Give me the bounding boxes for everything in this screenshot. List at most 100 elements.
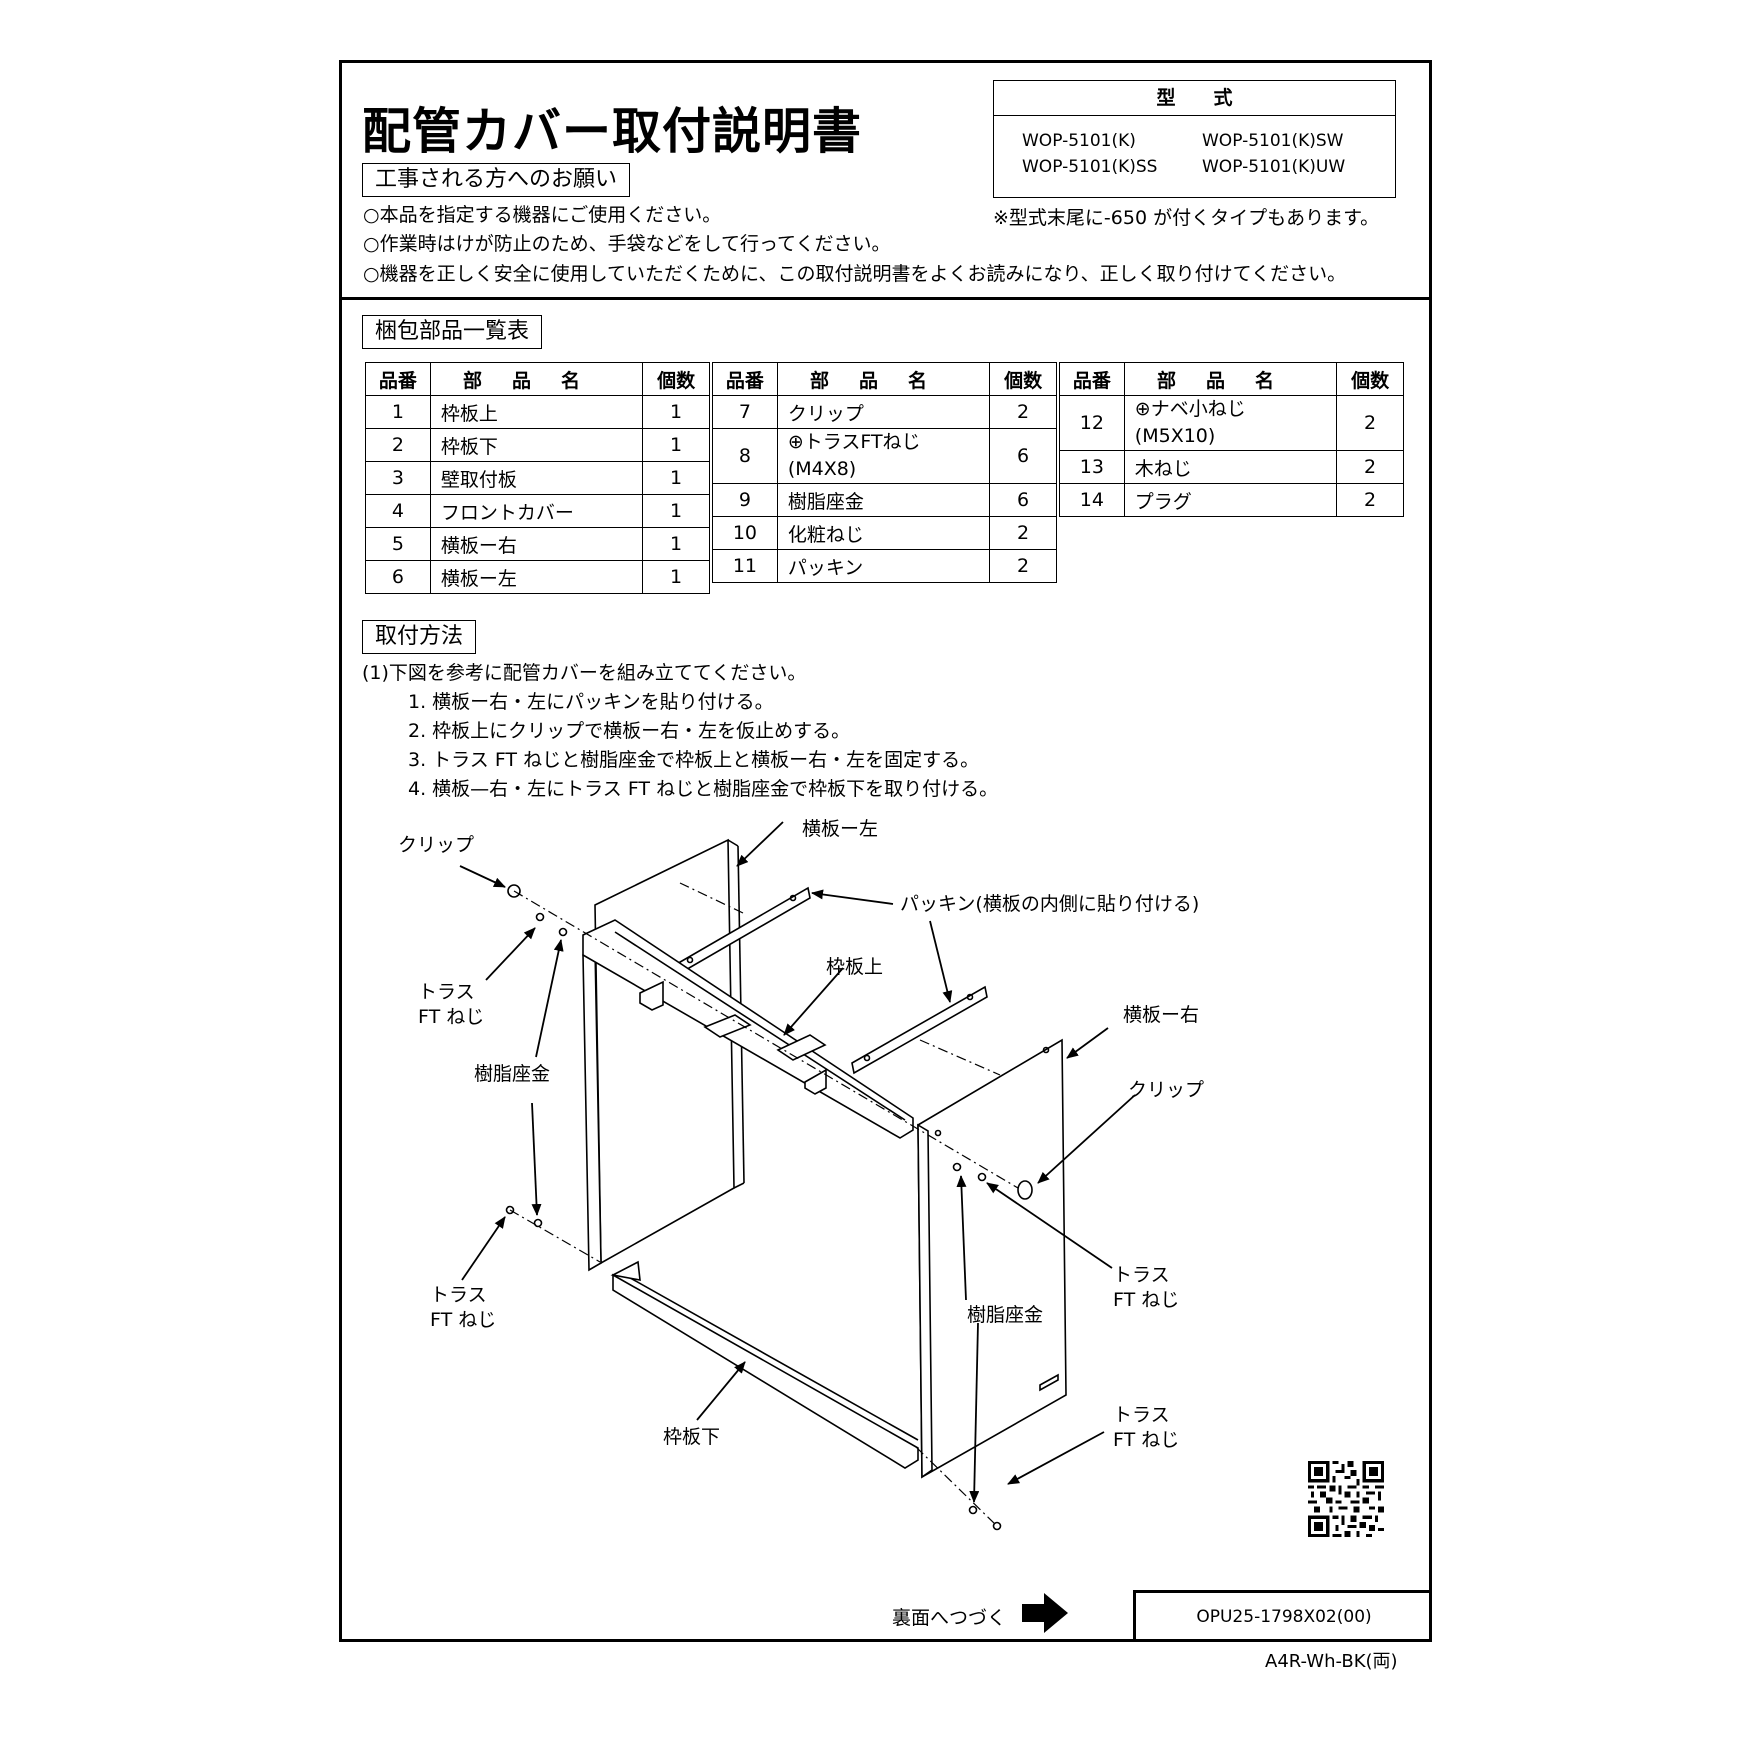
part-no: 12	[1059, 395, 1125, 451]
label-truss-bottom-left-1: トラス	[430, 1284, 487, 1306]
part-no: 6	[365, 560, 431, 594]
part-name: 木ねじ	[1123, 450, 1338, 484]
part-qty: 2	[1336, 395, 1404, 451]
table-row: 4 フロントカバー 1	[365, 494, 710, 528]
label-truss-right-2: FT ねじ	[1113, 1289, 1180, 1311]
part-qty: 2	[989, 395, 1057, 429]
part-name: 枠板下	[429, 428, 644, 462]
part-name-main: ⊕ナベ小ねじ	[1134, 398, 1246, 420]
part-qty: 1	[642, 428, 710, 462]
notice-item: ○機器を正しく安全に使用していただくために、この取付説明書をよくお読みになり、正…	[363, 263, 1347, 285]
part-no: 14	[1059, 483, 1125, 517]
label-frame-bottom: 枠板下	[663, 1426, 721, 1448]
table-row: 14 プラグ 2	[1059, 483, 1404, 517]
model-heading: 型式	[994, 81, 1395, 116]
method-step: 3. トラス FT ねじと樹脂座金で枠板上と横板ー右・左を固定する。	[408, 749, 980, 771]
part-qty: 6	[989, 428, 1057, 484]
part-name: 枠板上	[429, 395, 644, 429]
part-name: ⊕ナベ小ねじ (M5X10)	[1123, 395, 1338, 451]
table-row: 3 壁取付板 1	[365, 461, 710, 495]
label-resin-washer-right: 樹脂座金	[967, 1304, 1044, 1326]
part-name: 壁取付板	[429, 461, 644, 495]
part-name: 横板ー右	[429, 527, 644, 561]
table-row: 9 樹脂座金 6	[712, 483, 1057, 517]
method-step: 1. 横板ー右・左にパッキンを貼り付ける。	[408, 691, 774, 713]
method-heading: 取付方法	[362, 620, 477, 654]
method-step: 4. 横板—右・左にトラス FT ねじと樹脂座金で枠板下を取り付ける。	[408, 778, 999, 800]
col-header-qty: 個数	[1336, 362, 1404, 396]
col-header-qty: 個数	[642, 362, 710, 396]
notice-item: ○本品を指定する機器にご使用ください。	[363, 204, 722, 226]
part-no: 13	[1059, 450, 1125, 484]
col-header-name: 部品名	[776, 362, 991, 396]
model-item: WOP-5101(K)	[1022, 131, 1136, 151]
table-row: 10 化粧ねじ 2	[712, 516, 1057, 550]
request-heading: 工事される方へのお願い	[362, 163, 631, 197]
table-row: 7 クリップ 2	[712, 395, 1057, 429]
part-no: 5	[365, 527, 431, 561]
label-clip-right: クリップ	[1128, 1079, 1205, 1101]
model-item: WOP-5101(K)UW	[1202, 157, 1346, 177]
part-no: 9	[712, 483, 778, 517]
method-step: 2. 枠板上にクリップで横板ー右・左を仮止めする。	[408, 720, 851, 742]
model-item: WOP-5101(K)SS	[1022, 157, 1158, 177]
table-row: 1 枠板上 1	[365, 395, 710, 429]
part-qty: 2	[1336, 450, 1404, 484]
header-divider	[339, 297, 1432, 300]
table-row: 6 横板ー左 1	[365, 560, 710, 594]
parts-table-2: 品番 部品名 個数 7 クリップ 2 8 ⊕トラスFTねじ (M4X8) 6 9…	[712, 362, 1057, 583]
continue-text: 裏面へつづく	[892, 1607, 1007, 1629]
qr-code-icon	[1308, 1461, 1384, 1537]
print-reference: A4R-Wh-BK(両)	[1265, 1651, 1398, 1672]
label-clip-left: クリップ	[398, 834, 475, 856]
document-frame	[339, 60, 1432, 1642]
part-no: 4	[365, 494, 431, 528]
table-row: 13 木ねじ 2	[1059, 450, 1404, 484]
part-no: 11	[712, 549, 778, 583]
part-qty: 1	[642, 395, 710, 429]
model-list: WOP-5101(K) WOP-5101(K)SW WOP-5101(K)SS …	[1022, 131, 1382, 177]
label-packing: パッキン(横板の内側に貼り付ける)	[900, 893, 1200, 915]
label-truss-bottom-left-2: FT ねじ	[430, 1309, 497, 1331]
part-qty: 2	[1336, 483, 1404, 517]
part-qty: 1	[642, 461, 710, 495]
col-header-no: 品番	[365, 362, 431, 396]
notice-item: ○作業時はけが防止のため、手袋などをして行ってください。	[363, 233, 891, 255]
part-name: ⊕トラスFTねじ (M4X8)	[776, 428, 991, 484]
part-name: パッキン	[776, 549, 991, 583]
document-title: 配管カバー取付説明書	[362, 103, 863, 160]
part-no: 8	[712, 428, 778, 484]
model-item: WOP-5101(K)SW	[1202, 131, 1344, 151]
part-no: 1	[365, 395, 431, 429]
col-header-no: 品番	[712, 362, 778, 396]
label-truss-bottom-right-2: FT ねじ	[1113, 1429, 1180, 1451]
part-name: プラグ	[1123, 483, 1338, 517]
part-no: 7	[712, 395, 778, 429]
label-truss-bottom-right-1: トラス	[1113, 1404, 1170, 1426]
part-qty: 6	[989, 483, 1057, 517]
part-qty: 2	[989, 549, 1057, 583]
method-intro: (1)下図を参考に配管カバーを組み立ててください。	[362, 662, 807, 684]
label-frame-top: 枠板上	[826, 956, 884, 978]
part-name-spec: (M4X8)	[787, 458, 857, 480]
col-header-name: 部品名	[1123, 362, 1338, 396]
part-qty: 1	[642, 560, 710, 594]
table-row: 5 横板ー右 1	[365, 527, 710, 561]
part-no: 10	[712, 516, 778, 550]
col-header-qty: 個数	[989, 362, 1057, 396]
part-no: 3	[365, 461, 431, 495]
label-side-left: 横板ー左	[802, 818, 879, 840]
model-box: 型式 WOP-5101(K) WOP-5101(K)SW WOP-5101(K)…	[993, 80, 1396, 198]
parts-table-1: 品番 部品名 個数 1 枠板上 1 2 枠板下 1 3 壁取付板 1 4 フロン…	[365, 362, 710, 594]
label-truss-top-left-1: トラス	[418, 981, 475, 1003]
table-row: 11 パッキン 2	[712, 549, 1057, 583]
model-note: ※型式末尾に-650 が付くタイプもあります。	[993, 207, 1380, 229]
part-no: 2	[365, 428, 431, 462]
document-code: OPU25-1798X02(00)	[1133, 1590, 1432, 1642]
part-qty: 1	[642, 494, 710, 528]
label-truss-top-left-2: FT ねじ	[418, 1006, 485, 1028]
part-name: 樹脂座金	[776, 483, 991, 517]
label-side-right: 横板ー右	[1123, 1004, 1200, 1026]
col-header-no: 品番	[1059, 362, 1125, 396]
part-name: 化粧ねじ	[776, 516, 991, 550]
